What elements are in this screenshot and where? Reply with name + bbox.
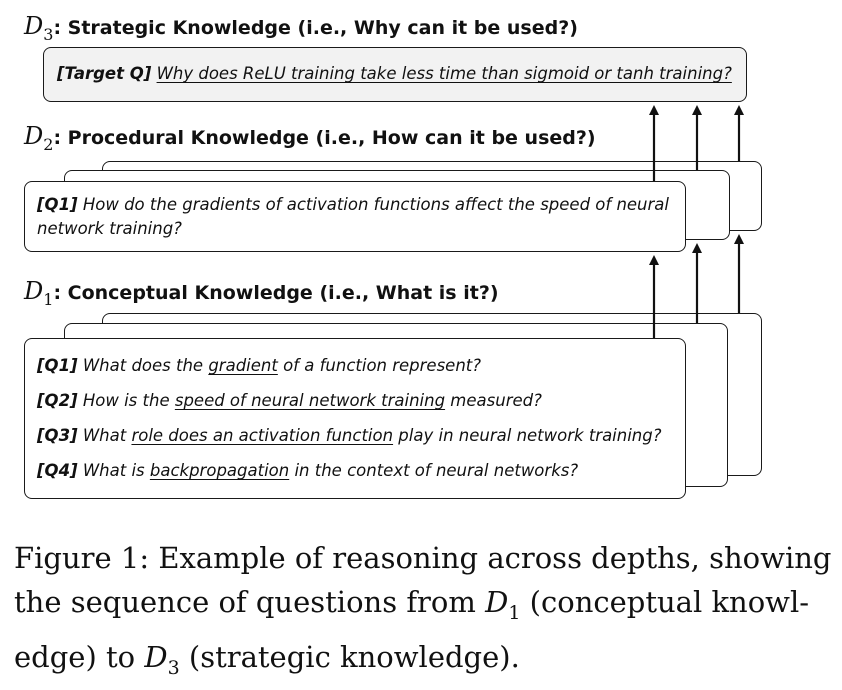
procedural-question: [Q1] How do the gradients of activation …: [37, 195, 669, 238]
conceptual-q1: [Q1] What does the gradient of a functio…: [37, 356, 482, 375]
figure-caption: Figure 1: Example of reasoning across de…: [14, 536, 831, 690]
caption-line-1: Figure 1: Example of reasoning across de…: [14, 541, 832, 575]
level-d3-label: D3: Strategic Knowledge (i.e., Why can i…: [24, 12, 578, 44]
target-question: [Target Q] Why does ReLU training take l…: [57, 64, 732, 83]
target-question-card: [Target Q] Why does ReLU training take l…: [43, 47, 747, 102]
level-d2-label: D2: Procedural Knowledge (i.e., How can …: [24, 122, 596, 154]
caption-line-2: the sequence of questions from D1 (conce…: [14, 585, 810, 624]
procedural-card-front: [Q1] How do the gradients of activation …: [24, 181, 686, 252]
d3-symbol: D3: [24, 12, 54, 44]
d1-symbol: D1: [24, 277, 54, 309]
d2-symbol: D2: [24, 122, 54, 154]
level-d1-label: D1: Conceptual Knowledge (i.e., What is …: [24, 277, 499, 309]
conceptual-card-front: [Q1] What does the gradient of a functio…: [24, 338, 686, 499]
caption-line-3: edge) to D3 (strategic knowledge).: [14, 639, 520, 679]
conceptual-q4: [Q4] What is backpropagation in the cont…: [37, 461, 579, 480]
arrows: [649, 105, 744, 338]
conceptual-q3: [Q3] What role does an activation functi…: [37, 426, 662, 445]
conceptual-q2: [Q2] How is the speed of neural network …: [37, 391, 542, 410]
